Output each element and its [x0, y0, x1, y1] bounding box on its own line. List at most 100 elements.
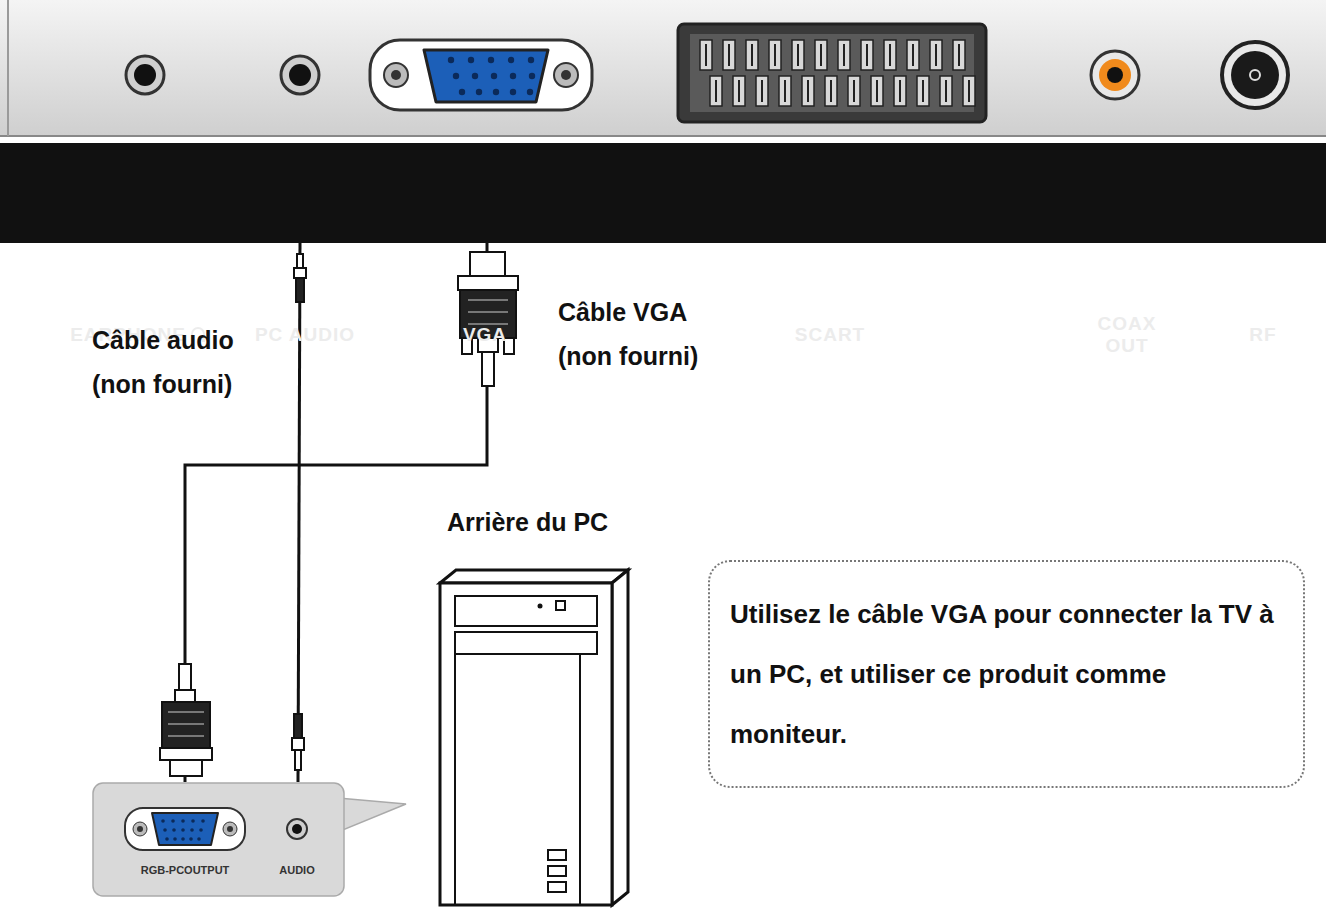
panel-outline: [287, 819, 307, 839]
panel-outline: [161, 819, 165, 823]
port-label: VGA: [463, 324, 507, 346]
vga-port: [468, 57, 474, 63]
panel-outline: [137, 826, 143, 832]
vga-plug-pc: [168, 711, 204, 713]
scart-port: [958, 44, 960, 66]
scart-port: [861, 40, 873, 70]
scart-port: [922, 80, 924, 102]
pc-label: Arrière du PC: [447, 500, 667, 544]
vga-port: [424, 50, 548, 102]
scart-port: [968, 80, 970, 102]
vga-port: [472, 73, 478, 79]
scart-port: [912, 44, 914, 66]
scart-port: [723, 40, 735, 70]
vga-plug-tv: [470, 252, 505, 276]
scart-port: [889, 44, 891, 66]
note-box: Utilisez le câble VGA pour connecter la …: [708, 560, 1305, 788]
panel-outline: [190, 828, 194, 832]
tv-back-panel: [0, 0, 1326, 136]
scart-port: [807, 80, 809, 102]
rf-port: [1222, 42, 1288, 108]
vga-port: [510, 73, 516, 79]
scart-port: [678, 24, 986, 122]
scart-port: [843, 44, 845, 66]
scart-port: [690, 34, 974, 112]
scart-port: [756, 76, 768, 106]
scart-port: [935, 44, 937, 66]
cable-label: Câble audio (non fourni): [92, 318, 282, 406]
scart-port: [940, 76, 952, 106]
vga-port: [476, 89, 482, 95]
vga-port: [529, 73, 535, 79]
vga-plug-tv: [458, 276, 518, 290]
scart-port: [751, 44, 753, 66]
cable-label: Câble VGA (non fourni): [558, 290, 738, 378]
scart-port: [963, 76, 975, 106]
pc-tower: [556, 601, 565, 610]
panel-outline: [199, 828, 203, 832]
pc-tower: [455, 596, 597, 626]
scart-port: [728, 44, 730, 66]
coax-out-port: [1091, 51, 1139, 99]
scart-port: [953, 40, 965, 70]
audio-plug-pc: [295, 750, 301, 770]
vga-port: [554, 63, 578, 87]
scart-port: [678, 24, 986, 122]
vga-port: [391, 70, 401, 80]
audio-plug-pc: [292, 714, 304, 770]
coax-out-port: [1107, 67, 1123, 83]
scart-port: [705, 44, 707, 66]
callout-pointer: [338, 798, 406, 832]
earphone-jack: [134, 64, 156, 86]
pc-tower: [548, 866, 566, 876]
pc-tower: [440, 583, 612, 905]
scart-port: [761, 80, 763, 102]
scart-port: [715, 80, 717, 102]
note-text: Utilisez le câble VGA pour connecter la …: [730, 584, 1285, 764]
panel-outline: [163, 828, 167, 832]
scart-port: [779, 76, 791, 106]
vga-plug-pc: [175, 690, 195, 702]
scart-port: [945, 80, 947, 102]
rf-port: [1231, 51, 1279, 99]
vga-plug-pc: [168, 723, 204, 725]
scart-port: [871, 76, 883, 106]
panel-outline: [152, 813, 218, 845]
port-label: COAX OUT: [1092, 313, 1162, 357]
port-label: PC AUDIO: [255, 324, 355, 346]
scart-port: [746, 40, 758, 70]
panel-outline: [181, 837, 185, 841]
vga-port: [459, 89, 465, 95]
rf-port: [1222, 42, 1288, 108]
audio-plug-tv: [294, 268, 306, 278]
vga-plug-tv: [468, 299, 508, 301]
pc-tower: [440, 570, 628, 583]
panel-outline: [189, 837, 193, 841]
pc-tower: [538, 604, 543, 609]
panel-outline: [191, 819, 195, 823]
audio-plug-pc: [292, 738, 304, 750]
scart-port: [830, 80, 832, 102]
panel-outline: [125, 808, 245, 850]
vga-plug-pc: [162, 702, 210, 748]
cable: [298, 243, 300, 782]
vga-port: [370, 40, 592, 110]
scart-port: [815, 40, 827, 70]
scart-port: [899, 80, 901, 102]
coax-out-port: [1099, 59, 1131, 91]
scart-port: [884, 40, 896, 70]
vga-plug-pc: [160, 748, 212, 760]
pc-tower: [548, 882, 566, 892]
vga-plug-pc: [179, 664, 191, 690]
earphone-jack: [126, 56, 164, 94]
scart-port: [774, 44, 776, 66]
panel-outline: [165, 837, 169, 841]
vga-port: [508, 57, 514, 63]
panel-outline: [197, 837, 201, 841]
scart-port: [825, 76, 837, 106]
scart-port: [700, 40, 975, 106]
scart-port: [700, 40, 712, 70]
panel-outline: [201, 819, 205, 823]
vga-port: [453, 73, 459, 79]
port-label: AUDIO: [279, 864, 314, 876]
